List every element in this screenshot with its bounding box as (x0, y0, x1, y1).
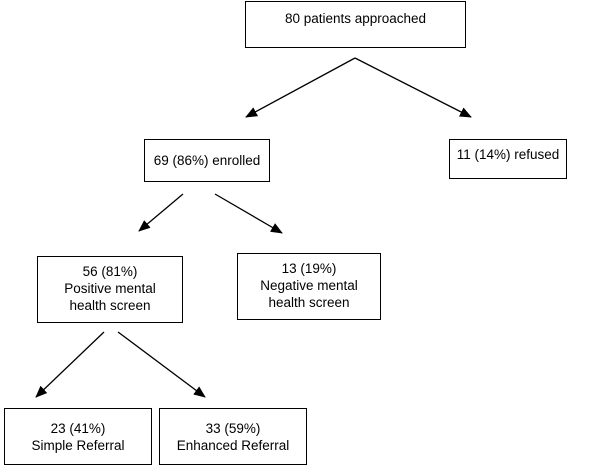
negative-screen-box: 13 (19%) Negative mental health screen (237, 253, 381, 320)
arrow-enrolled-to-negative (214, 193, 283, 234)
negative-line-1: 13 (19%) (281, 261, 337, 276)
enrolled-line-1: 69 (86%) enrolled (153, 153, 261, 168)
negative-line-3: health screen (268, 295, 350, 310)
enhanced-line-2: Enhanced Referral (176, 438, 290, 453)
simple-line-1: 23 (41%) (50, 421, 106, 436)
positive-screen-box: 56 (81%) Positive mental health screen (37, 256, 183, 323)
positive-line-2: Positive mental (64, 281, 156, 296)
enhanced-line-1: 33 (59%) (205, 421, 261, 436)
arrow-positive-to-enhanced (117, 331, 206, 398)
positive-line-3: health screen (69, 298, 151, 313)
simple-referral-box: 23 (41%) Simple Referral (4, 408, 152, 465)
arrow-enrolled-to-positive (138, 193, 184, 232)
arrow-approached-to-enrolled (245, 57, 356, 118)
enhanced-referral-box: 33 (59%) Enhanced Referral (159, 408, 307, 465)
simple-line-2: Simple Referral (31, 438, 125, 453)
arrow-positive-to-simple (35, 331, 105, 398)
refused-box: 11 (14%) refused (449, 139, 567, 179)
refused-line-1: 11 (14%) refused (456, 147, 560, 162)
enrolled-box: 69 (86%) enrolled (144, 139, 270, 182)
arrow-approached-to-refused (354, 57, 472, 118)
approached-line-1: 80 patients approached (284, 11, 427, 26)
positive-line-1: 56 (81%) (82, 264, 138, 279)
negative-line-2: Negative mental (260, 278, 358, 293)
approached-box: 80 patients approached (245, 1, 466, 48)
